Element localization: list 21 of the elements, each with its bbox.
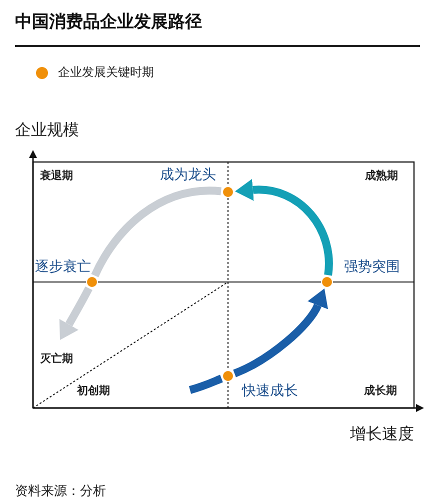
quadrant-label: 灭亡期	[40, 351, 73, 366]
source-note: 资料来源：分析	[15, 483, 106, 500]
stage-label: 快速成长	[242, 382, 298, 400]
key-point-dot	[321, 276, 333, 288]
arrow	[234, 178, 333, 276]
key-point-dot	[86, 276, 98, 288]
stage-label: 强势突围	[344, 258, 400, 276]
axis-label: 企业规模	[15, 120, 79, 141]
stage-label: 成为龙头	[160, 166, 216, 184]
arrow	[59, 286, 92, 340]
arrow	[232, 289, 328, 378]
quadrant-label: 初创期	[77, 383, 110, 398]
quadrant-label: 成熟期	[365, 168, 398, 183]
quadrant-label: 成长期	[364, 383, 397, 398]
key-point-dot	[222, 186, 234, 198]
chart-title: 中国消费品企业发展路径	[15, 11, 202, 33]
key-point-dot	[222, 370, 234, 382]
axis-label: 增长速度	[350, 424, 414, 445]
legend-label: 企业发展关键时期	[58, 64, 154, 81]
stage-label: 逐步衰亡	[35, 258, 91, 276]
quadrant-label: 衰退期	[40, 168, 73, 183]
